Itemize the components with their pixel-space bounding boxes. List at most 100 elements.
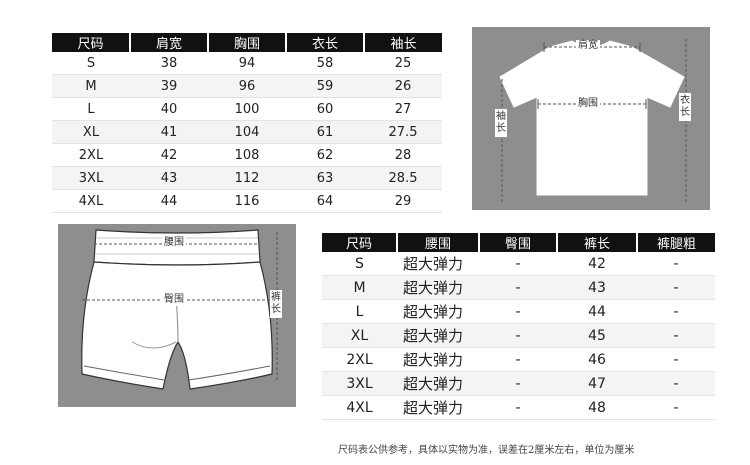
waist-label: 腰围 (162, 237, 186, 249)
table-cell: 39 (130, 74, 208, 98)
footnote: 尺码表公供参考，具体以实物为准，误差在2厘米左右，单位为厘米 (338, 445, 635, 456)
table-cell: - (637, 252, 715, 276)
table-cell: 96 (208, 74, 286, 98)
table-cell: 100 (208, 97, 286, 121)
table-cell: - (637, 371, 715, 396)
table-cell: 40 (130, 97, 208, 121)
table-cell: M (52, 74, 130, 98)
table-cell: 64 (286, 189, 364, 213)
table-cell: 112 (208, 166, 286, 190)
table-cell: 4XL (52, 189, 130, 213)
table-cell: 61 (286, 120, 364, 144)
table-cell: 4XL (322, 395, 397, 420)
table-cell: 27.5 (364, 120, 442, 144)
bottom-table-header-row: 尺码 腰围 臀围 裤长 裤腿粗 (322, 233, 715, 252)
table-cell: 25 (364, 52, 442, 75)
table-cell: 63 (286, 166, 364, 190)
table-cell: 58 (286, 52, 364, 75)
table-cell: 28 (364, 143, 442, 167)
header-size: 尺码 (322, 233, 397, 252)
table-cell: 2XL (322, 347, 397, 372)
table-cell: 116 (208, 189, 286, 213)
table-cell: XL (52, 120, 130, 144)
header-shoulder: 肩宽 (129, 33, 208, 52)
table-cell: 26 (364, 74, 442, 98)
table-cell: - (479, 299, 557, 324)
table-cell: 104 (208, 120, 286, 144)
header-pants-length: 裤长 (556, 233, 637, 252)
tshirt-diagram: 肩宽 胸围 袖长 衣长 (472, 27, 710, 210)
shoulder-label: 肩宽 (576, 40, 600, 52)
table-cell: S (52, 52, 130, 75)
shorts-diagram: 腰围 臀围 裤长 (58, 224, 296, 407)
header-size: 尺码 (52, 33, 130, 52)
table-cell: L (52, 97, 130, 121)
table-cell: 42 (557, 252, 637, 276)
table-cell: 44 (557, 299, 637, 324)
table-cell: 超大弹力 (397, 252, 479, 276)
table-cell: - (637, 299, 715, 324)
length-label: 衣长 (679, 93, 691, 121)
table-cell: M (322, 275, 397, 300)
table-cell: 29 (364, 189, 442, 213)
table-cell: 超大弹力 (397, 371, 479, 396)
table-cell: - (479, 395, 557, 420)
table-cell: 47 (557, 371, 637, 396)
shorts-length-label: 裤长 (270, 290, 282, 318)
table-cell: - (637, 323, 715, 348)
header-leg-opening: 裤腿粗 (636, 233, 715, 252)
chest-label: 胸围 (576, 98, 600, 110)
table-cell: 超大弹力 (397, 299, 479, 324)
table-cell: 38 (130, 52, 208, 75)
table-cell: - (479, 252, 557, 276)
header-sleeve: 袖长 (363, 33, 442, 52)
table-cell: 41 (130, 120, 208, 144)
tshirt-drawing (499, 39, 687, 202)
table-cell: 超大弹力 (397, 275, 479, 300)
table-cell: 45 (557, 323, 637, 348)
table-cell: 27 (364, 97, 442, 121)
table-cell: 59 (286, 74, 364, 98)
table-cell: 43 (557, 275, 637, 300)
table-cell: 62 (286, 143, 364, 167)
top-table-header-row: 尺码 肩宽 胸围 衣长 袖长 (52, 33, 442, 52)
hip-label: 臀围 (162, 294, 186, 306)
header-chest: 胸围 (207, 33, 286, 52)
table-cell: - (479, 371, 557, 396)
header-length: 衣长 (285, 33, 364, 52)
table-cell: - (637, 395, 715, 420)
table-cell: S (322, 252, 397, 276)
header-waist: 腰围 (396, 233, 479, 252)
table-cell: 42 (130, 143, 208, 167)
table-cell: 超大弹力 (397, 395, 479, 420)
table-cell: 超大弹力 (397, 323, 479, 348)
table-cell: 28.5 (364, 166, 442, 190)
table-cell: 超大弹力 (397, 347, 479, 372)
table-cell: - (637, 347, 715, 372)
sleeve-label: 袖长 (495, 109, 507, 137)
table-cell: - (637, 275, 715, 300)
table-cell: - (479, 323, 557, 348)
table-cell: XL (322, 323, 397, 348)
table-cell: L (322, 299, 397, 324)
table-cell: - (479, 275, 557, 300)
table-cell: 60 (286, 97, 364, 121)
table-cell: 46 (557, 347, 637, 372)
table-cell: - (479, 347, 557, 372)
table-cell: 44 (130, 189, 208, 213)
